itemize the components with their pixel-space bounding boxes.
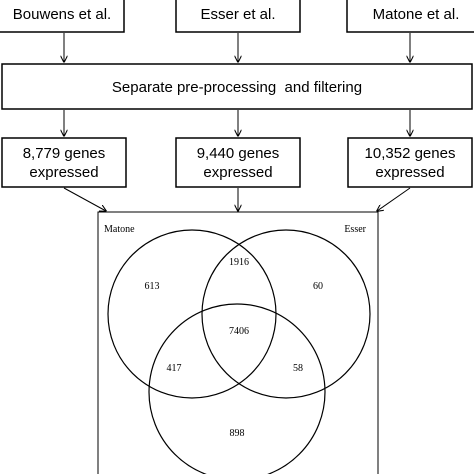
- venn-region-esser-bouwens: 58: [293, 363, 303, 374]
- venn-circle-bouwens: [148, 303, 326, 474]
- venn-frame: [97, 211, 379, 474]
- venn-region-matone-esser: 1916: [229, 257, 249, 268]
- count-left-line2: expressed: [29, 164, 98, 181]
- venn-circle-esser: [201, 229, 371, 399]
- venn-diagram: Matone Esser 613 60 1916 7406 417 58 898: [97, 211, 379, 474]
- venn-label-esser: Esser: [344, 224, 366, 235]
- source-box-right: Matone et al.: [346, 0, 474, 33]
- venn-circle-matone: [107, 229, 277, 399]
- count-box-right: 10,352 genes expressed: [347, 137, 473, 188]
- count-right-line2: expressed: [375, 164, 444, 181]
- count-middle-line1: 9,440 genes: [197, 145, 280, 162]
- venn-label-matone: Matone: [104, 224, 135, 235]
- count-box-middle: 9,440 genes expressed: [175, 137, 301, 188]
- source-label-middle: Esser et al.: [200, 6, 275, 23]
- count-right-line1: 10,352 genes: [365, 145, 456, 162]
- processing-box: Separate pre-processing and filtering: [1, 63, 473, 110]
- source-box-left: Bouwens et al.: [0, 0, 125, 33]
- arrow-right-count-to-venn: [377, 187, 411, 211]
- arrow-left-count-to-venn: [63, 187, 106, 211]
- source-label-left: Bouwens et al.: [13, 6, 111, 23]
- venn-region-matone-only: 613: [145, 281, 160, 292]
- count-left-line1: 8,779 genes: [23, 145, 106, 162]
- count-middle-line2: expressed: [203, 164, 272, 181]
- venn-region-bouwens-only: 898: [230, 428, 245, 439]
- count-box-left: 8,779 genes expressed: [1, 137, 127, 188]
- venn-region-all-three: 7406: [229, 326, 249, 337]
- venn-region-matone-bouwens: 417: [167, 363, 182, 374]
- source-box-middle: Esser et al.: [175, 0, 301, 33]
- venn-region-esser-only: 60: [313, 281, 323, 292]
- processing-label: Separate pre-processing and filtering: [112, 79, 362, 96]
- source-label-right: Matone et al.: [373, 6, 460, 23]
